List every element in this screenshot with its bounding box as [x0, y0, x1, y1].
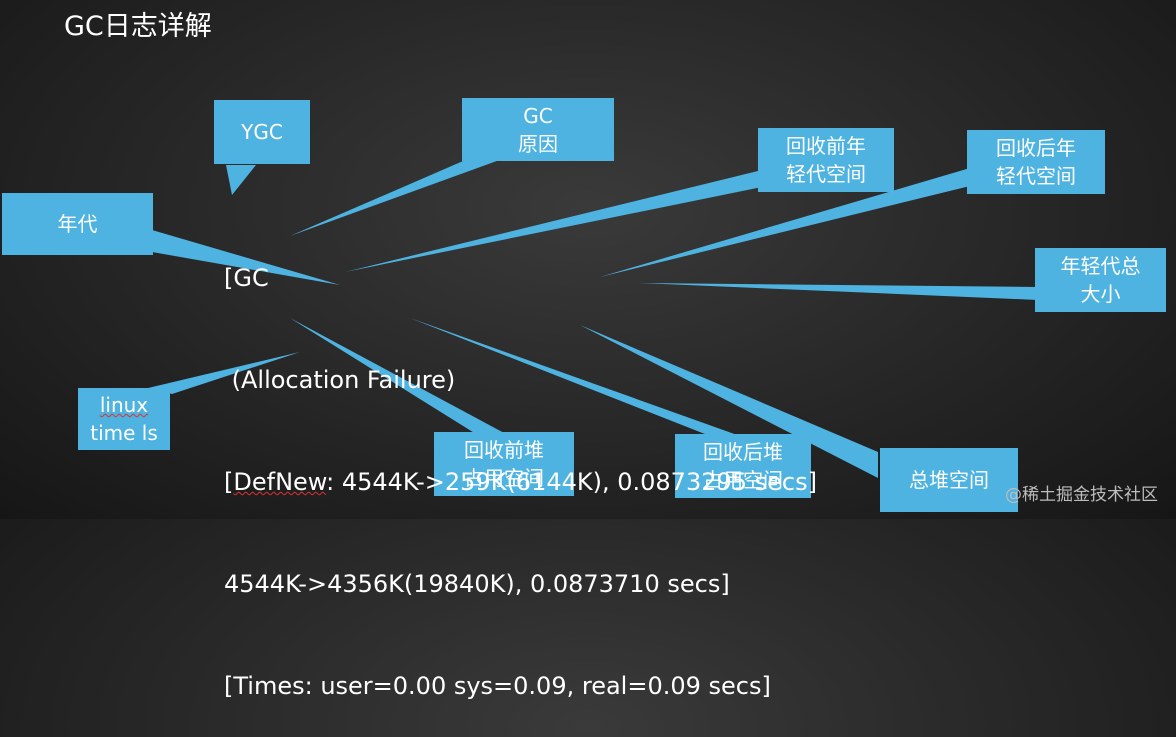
callout-gc-cause-line1: GC [523, 103, 553, 128]
callout-linux-time-line1: linux [99, 393, 149, 417]
callout-heap-total: 总堆空间 [880, 448, 1018, 512]
pointer-linux-time [148, 352, 300, 394]
callout-young-before-line2: 轻代空间 [786, 162, 866, 186]
gc-log-line-3: [DefNew: 4544K->259K(6144K), 0.0873295 s… [224, 465, 817, 499]
pointer-young-before [345, 170, 762, 272]
gc-log-line-1: [GC [224, 264, 269, 292]
callout-young-after: 回收后年 轻代空间 [967, 130, 1105, 194]
gc-log-line-5: [Times: user=0.00 sys=0.09, real=0.09 se… [224, 672, 771, 700]
callout-young-total-line2: 大小 [1080, 282, 1121, 306]
callout-young-after-line1: 回收后年 [996, 136, 1076, 160]
pointer-ygc [226, 165, 256, 195]
pointer-young-after [600, 168, 970, 277]
pointer-gc-cause [290, 158, 505, 236]
gc-log-line-3-bracket: [ [224, 468, 234, 496]
pointer-heap-before [290, 318, 506, 434]
callout-heap-after-line2: 占用空间 [703, 468, 783, 492]
callout-young-before: 回收前年 轻代空间 [758, 128, 894, 192]
callout-ygc-label: YGC [241, 120, 283, 144]
callout-heap-after: 回收后堆 占用空间 [675, 434, 811, 498]
page-title: GC日志详解 [64, 11, 212, 42]
callout-heap-total-label: 总堆空间 [909, 468, 989, 492]
gc-log-line-4: 4544K->4356K(19840K), 0.0873710 secs] [224, 570, 730, 598]
watermark: @稀土掘金技术社区 [1005, 485, 1158, 505]
pointer-heap-after [410, 318, 740, 436]
callout-pointers [148, 158, 1038, 478]
callout-linux-time: linux time ls [78, 388, 170, 450]
gc-log-defnew: DefNew [233, 468, 327, 496]
callout-young-after-line2: 轻代空间 [996, 164, 1076, 188]
callout-young-total: 年轻代总 大小 [1035, 248, 1166, 312]
callout-heap-after-line1: 回收后堆 [703, 440, 783, 464]
callout-generation-label: 年代 [57, 212, 98, 236]
callout-generation: 年代 [2, 193, 153, 255]
callout-linux-time-line2: time ls [90, 421, 158, 445]
callout-heap-before-line1: 回收前堆 [464, 438, 544, 462]
callout-young-before-line1: 回收前年 [786, 134, 866, 158]
pointer-young-total [640, 283, 1038, 300]
callout-gc-cause-line2: 原因 [518, 131, 558, 156]
callout-ygc: YGC [214, 100, 310, 164]
pointer-generation [152, 230, 340, 285]
gc-log-line-2: (Allocation Failure) [224, 366, 456, 394]
callout-heap-before-line2: 占用空间 [464, 466, 544, 490]
gc-log-line-3-rest: : 4544K->259K(6144K), 0.0873295 secs] [326, 468, 817, 496]
callout-young-total-line1: 年轻代总 [1060, 254, 1141, 278]
gc-log-text: [GC (Allocation Failure) [DefNew: 4544K-… [224, 193, 817, 737]
callout-gc-cause: GC 原因 [462, 98, 614, 161]
callout-heap-before: 回收前堆 占用空间 [434, 432, 574, 496]
